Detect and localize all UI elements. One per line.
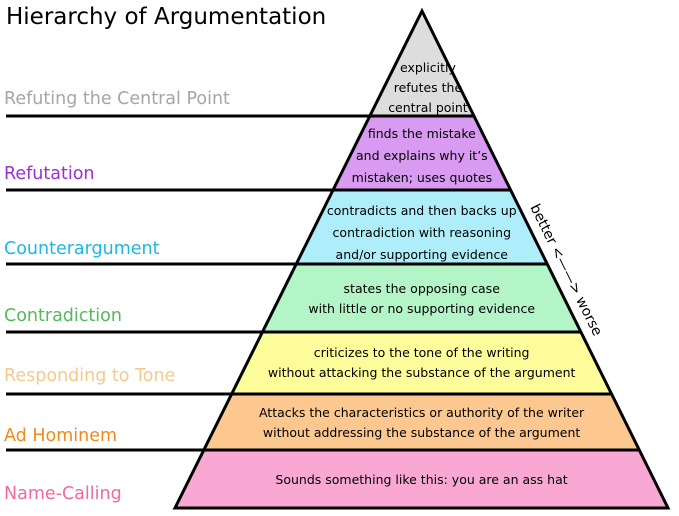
- level-label-name-calling: Name-Calling: [4, 484, 122, 504]
- description-responding-to-tone-line-1: criticizes to the tone of the writing: [314, 345, 530, 360]
- pyramid-band-refuting-the-central-point: [369, 11, 474, 116]
- diagram-title: Hierarchy of Argumentation: [6, 4, 326, 30]
- description-refuting-the-central-point-line-2: refutes the: [394, 80, 463, 95]
- level-label-counterargument: Counterargument: [4, 239, 160, 259]
- level-label-refutation: Refutation: [4, 164, 95, 184]
- description-counterargument-line-3: and/or supporting evidence: [336, 247, 509, 262]
- description-contradiction-line-2: with little or no supporting evidence: [308, 301, 535, 316]
- description-refuting-the-central-point-line-1: explicitly: [400, 60, 456, 75]
- description-refuting-the-central-point-line-3: central point: [388, 100, 468, 115]
- level-label-responding-to-tone: Responding to Tone: [4, 366, 175, 386]
- level-label-contradiction: Contradiction: [4, 306, 122, 326]
- description-responding-to-tone-line-2: without attacking the substance of the a…: [268, 365, 576, 380]
- level-label-refuting-the-central-point: Refuting the Central Point: [4, 89, 230, 109]
- description-name-calling-line-1: Sounds something like this: you are an a…: [275, 472, 567, 487]
- level-label-ad-hominem: Ad Hominem: [4, 426, 117, 446]
- description-refutation-line-3: mistaken; uses quotes: [352, 170, 493, 185]
- description-counterargument-line-2: contradiction with reasoning: [333, 225, 511, 240]
- pyramid-bands: explicitly refutes the central point Refuti…: [4, 11, 668, 508]
- pyramid-band-ad-hominem: [203, 394, 640, 450]
- description-ad-hominem-line-1: Attacks the characteristics or authority…: [259, 405, 585, 420]
- pyramid-band-counterargument: [296, 190, 548, 264]
- description-contradiction-line-1: states the opposing case: [344, 281, 501, 296]
- description-ad-hominem-line-2: without addressing the substance of the …: [263, 425, 581, 440]
- pyramid-band-contradiction: [262, 264, 581, 332]
- description-refutation-line-2: and explains why it’s: [356, 148, 488, 163]
- description-refutation-line-1: finds the mistake: [368, 126, 476, 141]
- pyramid-triangle-outline: [172, 7, 671, 510]
- pyramid-band-name-calling: [175, 450, 668, 508]
- pyramid-band-responding-to-tone: [231, 332, 612, 394]
- description-counterargument-line-1: contradicts and then backs up: [327, 203, 517, 218]
- pyramid-outline: [6, 7, 671, 510]
- pyramid-band-refutation: [333, 116, 511, 190]
